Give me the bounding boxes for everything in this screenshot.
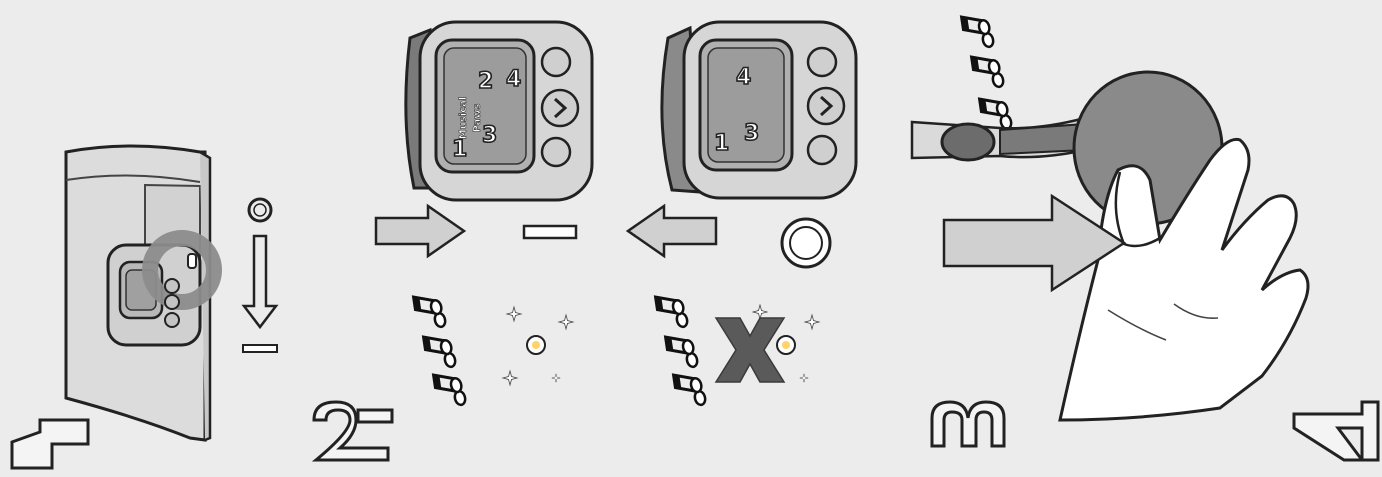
music-notes-icon	[409, 295, 471, 408]
screen-number-4-b: 4	[736, 65, 751, 90]
panel-1	[66, 146, 277, 440]
top-note-button-b[interactable]	[808, 48, 836, 76]
left-arrow	[628, 206, 716, 256]
bottom-note-button-b[interactable]	[808, 136, 836, 164]
device-off-position: Musical Paws 1 2 3 4	[406, 22, 592, 200]
device-buttons	[165, 279, 179, 327]
step-number-2	[314, 402, 392, 460]
device-on-position: 1 3 4	[662, 22, 856, 198]
on-symbol	[249, 199, 271, 221]
off-symbol	[243, 345, 277, 352]
step-number-3	[932, 402, 1004, 446]
screen-number-2: 2	[478, 69, 493, 94]
screen-number-1-b: 1	[714, 131, 729, 156]
music-notes-icon-3	[957, 15, 1017, 132]
bottom-note-button[interactable]	[542, 138, 570, 166]
step-number-1	[12, 420, 88, 468]
cross-icon	[716, 318, 784, 382]
screen-number-3: 3	[482, 123, 497, 148]
slide-down-arrow	[244, 236, 276, 327]
light-icon	[503, 307, 573, 385]
screen-number-4: 4	[506, 67, 521, 92]
off-symbol-2	[524, 226, 576, 238]
music-notes-icon-2	[651, 295, 711, 408]
panel-2: Musical Paws 1 2 3 4 1 3 4	[376, 22, 856, 408]
screen-number-1: 1	[452, 137, 467, 162]
panel-3	[912, 15, 1308, 420]
brand-line-1: Musical	[458, 97, 469, 140]
right-arrow	[376, 206, 464, 256]
screen-number-3-b: 3	[744, 121, 759, 146]
power-switch[interactable]	[188, 254, 196, 268]
next-button-b[interactable]	[808, 88, 844, 124]
next-button[interactable]	[542, 90, 578, 126]
step-number-4	[1294, 402, 1378, 460]
clip-strap	[912, 118, 1085, 160]
top-note-button[interactable]	[542, 48, 570, 76]
